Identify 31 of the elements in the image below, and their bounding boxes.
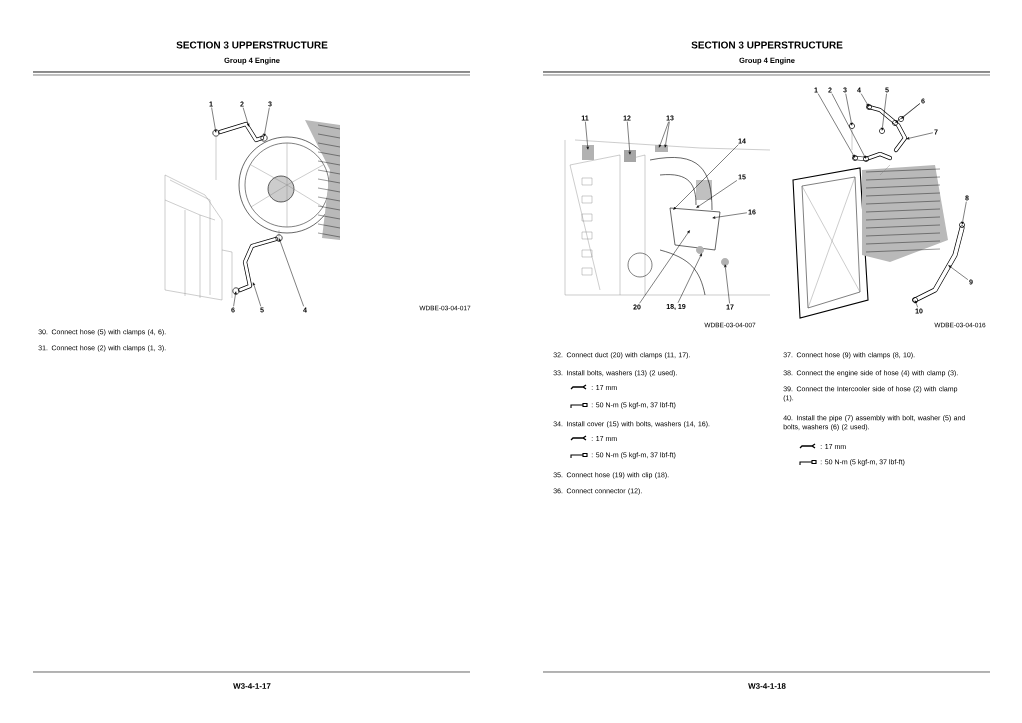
leader-line [211, 107, 217, 133]
leader-line [881, 93, 887, 131]
leader-line [724, 264, 730, 304]
leader-line [664, 121, 670, 148]
page-number: W3-4-1-17 [233, 683, 271, 689]
leader-line [627, 121, 631, 155]
leader-line [860, 93, 869, 107]
leader-line [585, 121, 589, 150]
leader-line [817, 93, 855, 158]
section-heading: SECTION 3 UPPERSTRUCTURE [176, 41, 328, 49]
leader-line [673, 144, 739, 210]
leader-line [278, 238, 304, 307]
leader-line [961, 201, 967, 225]
leader-line [252, 282, 262, 307]
leader-line [639, 230, 690, 304]
section-heading: SECTION 3 UPPERSTRUCTURE [691, 41, 843, 49]
leader-line [696, 180, 738, 208]
leader-line [845, 93, 853, 126]
leader-line [914, 300, 918, 308]
leader-line [712, 212, 748, 219]
page-number: W3-4-1-18 [748, 683, 786, 689]
leader-line [677, 253, 702, 304]
leader-line [659, 121, 669, 148]
leader-line [906, 132, 934, 140]
leader-line [831, 93, 866, 159]
leader-line [233, 291, 237, 307]
leader-line [901, 103, 921, 119]
leader-line [242, 107, 250, 127]
leader-line [948, 265, 969, 280]
leader-line [895, 103, 921, 123]
leader-line [263, 107, 270, 137]
